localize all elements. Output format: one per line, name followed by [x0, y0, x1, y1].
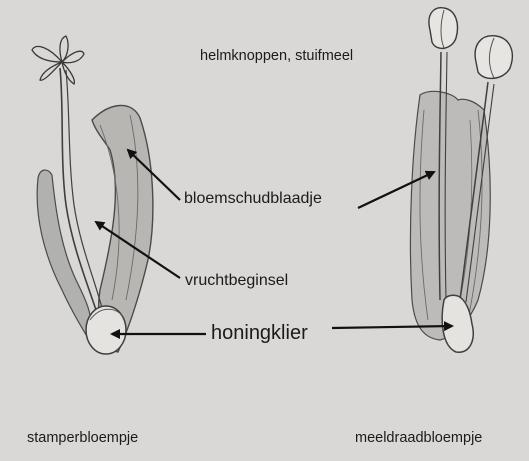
arrow-ovary	[94, 220, 181, 279]
arrow-nectary-male	[331, 321, 454, 332]
male-anther-right	[474, 35, 514, 79]
female-nectary	[85, 305, 127, 355]
female-stigma	[31, 35, 85, 85]
female-flower-drawing	[31, 35, 154, 355]
label-nectary: honingklier	[211, 322, 308, 344]
label-anthers: helmknoppen, stuifmeel	[200, 48, 354, 64]
male-nectary	[441, 294, 474, 353]
label-male-flower: meeldraadbloempje	[355, 430, 483, 446]
male-anther-left	[428, 7, 459, 49]
label-female-flower: stamperbloempje	[27, 430, 139, 446]
label-ovary: vruchtbeginsel	[185, 272, 289, 289]
female-sheath	[36, 169, 92, 340]
pointer-arrows	[94, 148, 454, 339]
male-flower-drawing	[409, 7, 514, 353]
label-bract: bloemschudblaadje	[184, 190, 322, 207]
female-bract	[91, 104, 154, 353]
male-filament-left	[438, 51, 442, 301]
male-bract	[409, 90, 491, 341]
arrow-bract-male	[357, 170, 436, 209]
arrow-bract-female	[126, 148, 181, 201]
male-filament-right	[459, 81, 489, 301]
female-style	[59, 67, 97, 311]
